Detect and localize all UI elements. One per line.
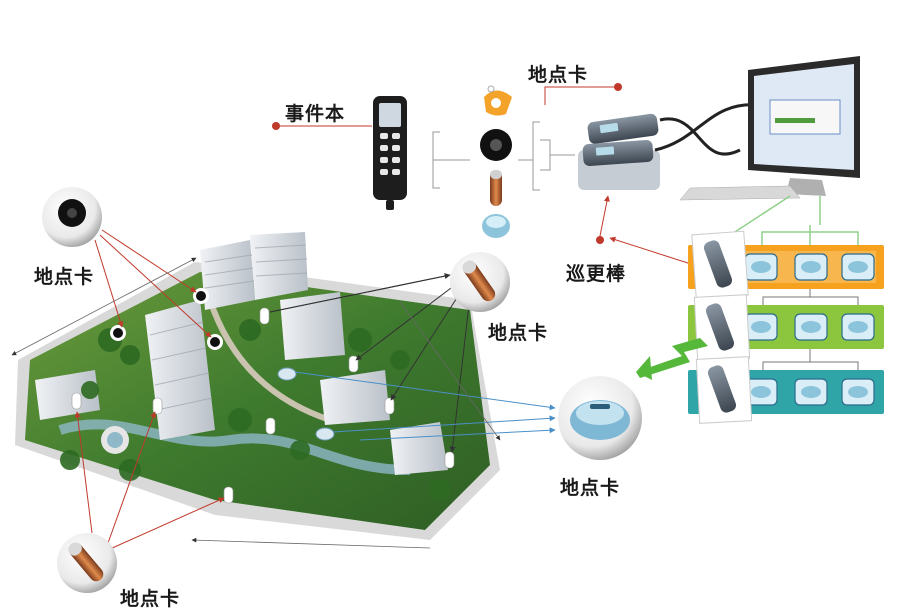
dot-top-card [614, 83, 622, 91]
label-event-book: 事件本 [285, 103, 346, 125]
tier-oval-nodes [744, 253, 875, 406]
campus-oval-tag-markers [277, 367, 335, 441]
cylinder-tag-mid [450, 252, 510, 312]
patrol-stick-readers-icon [578, 103, 761, 190]
arrow-to-top-card [544, 86, 618, 105]
cylinder-tag-bottom [57, 533, 117, 593]
label-location-card-mid: 地点卡 [488, 322, 549, 344]
green-signal-arrow [636, 338, 708, 380]
dot-patrol-stick [596, 236, 604, 244]
campus-cylinder-tag-markers [71, 307, 455, 504]
cylinder-tag-icon [490, 170, 502, 206]
network-hierarchy [688, 195, 884, 424]
arrows-oval-tag [294, 371, 556, 441]
arrows-mid-cylinder [269, 273, 471, 453]
bracket-lines [432, 121, 575, 191]
dot-event-book [272, 122, 280, 130]
line-patrol-stick-tier [609, 236, 695, 266]
orange-keyfob-tag-icon [484, 85, 512, 116]
campus-dimension-lines [11, 257, 501, 549]
oval-button-tag-icon [482, 214, 510, 238]
label-location-card-top: 地点卡 [528, 64, 589, 86]
label-location-card-right: 地点卡 [560, 477, 621, 499]
label-location-card-bottom: 地点卡 [120, 588, 181, 610]
label-location-card-left: 地点卡 [34, 266, 95, 288]
event-book-icon [373, 96, 407, 210]
arrows-bottom-cylinder [74, 411, 225, 550]
oval-tag-right [558, 376, 642, 460]
label-patrol-stick: 巡更棒 [566, 263, 627, 285]
line-patrol-stick-up [599, 195, 610, 237]
tier-reader-cards [691, 230, 753, 424]
desktop-computer-icon [679, 56, 860, 201]
black-button-tag-icon [480, 129, 512, 161]
button-tag-left [42, 187, 102, 247]
